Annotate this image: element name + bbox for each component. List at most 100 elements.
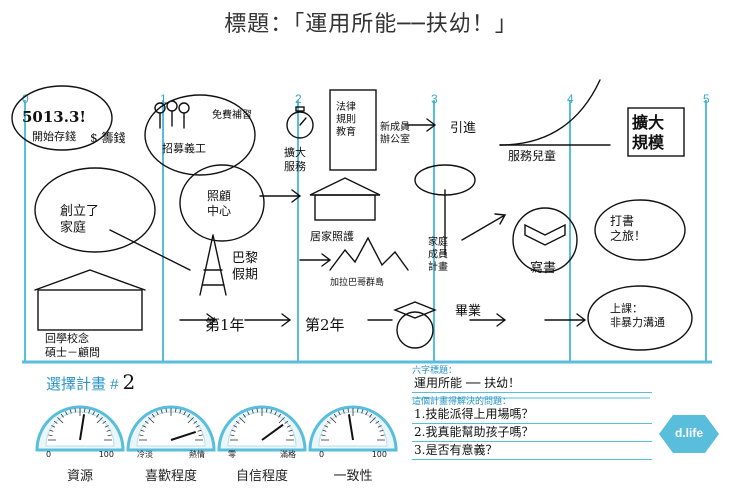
gauge-max-label: 100 xyxy=(372,450,387,459)
scale-up-box xyxy=(627,107,685,157)
gauge-tick xyxy=(289,434,294,437)
tour-bubble xyxy=(594,199,686,261)
gauge-tick xyxy=(106,429,111,432)
money-label: $ 籌錢 xyxy=(90,130,125,145)
timeline-marker-label: 2 xyxy=(295,92,302,106)
gauge-needle xyxy=(261,423,284,441)
gauge-face xyxy=(45,411,115,447)
page-title: 標題：「運用所能──扶幼！」 xyxy=(224,12,518,37)
gauge-tick xyxy=(65,411,68,416)
start-bubble xyxy=(11,85,113,151)
gauge-tick xyxy=(144,420,149,424)
gauge-max-label: 100 xyxy=(99,450,114,459)
paris-label: 巴黎假期 xyxy=(232,251,258,282)
gauge-tick xyxy=(51,425,56,428)
gauge-tick xyxy=(284,420,289,424)
legal-box xyxy=(329,89,377,171)
gauge-tick xyxy=(235,420,240,424)
book-circle xyxy=(512,207,578,273)
book-icon xyxy=(524,223,566,246)
arrow-curve xyxy=(109,229,191,271)
gauge-tick xyxy=(187,417,194,424)
year-badge-label: 5013.3! xyxy=(22,108,86,126)
timeline-marker-label: 1 xyxy=(160,92,167,106)
gauge-tick xyxy=(321,434,326,437)
gauge-tick xyxy=(197,429,202,432)
six-word-title-value: 運用所能 ── 扶幼！ xyxy=(412,375,652,393)
sketch-drawings xyxy=(11,79,693,351)
house-drawing xyxy=(309,177,381,221)
gauge-tick xyxy=(322,429,327,432)
lead-label: 引進 xyxy=(450,121,476,136)
arrow-6 xyxy=(469,313,507,327)
gauge-tick xyxy=(361,409,364,414)
dlife-logo: d.life xyxy=(658,414,720,454)
gauge-tick xyxy=(326,420,331,424)
gauge-tick xyxy=(96,413,100,418)
gauge-tick xyxy=(379,429,384,432)
sketch-labels: 5013.3! 開始存錢 $ 籌錢 招募義工 免費補習 創立了家庭 照顧中心 擴… xyxy=(22,100,665,359)
gauge-tick xyxy=(174,408,177,413)
gauge-tick xyxy=(256,408,259,413)
rural-label: 加拉巴哥群島 xyxy=(330,276,384,288)
gauge-tick xyxy=(239,417,246,424)
start-save-label: 開始存錢 xyxy=(32,129,76,143)
gauge-tick xyxy=(198,434,203,437)
gauge-tick xyxy=(347,408,350,413)
daycare-label: 居家照護 xyxy=(310,229,354,243)
six-word-title-label: 六字標題： xyxy=(412,365,458,375)
family-label: 創立了家庭 xyxy=(60,204,99,235)
plan-summary-panel: 六字標題： 運用所能 ── 扶幼！ 這個計畫得解決的問題： 1.技能派得上用場嗎… xyxy=(412,365,652,460)
school-label: 回學校念碩士－顧問 xyxy=(45,331,100,359)
gauge-face xyxy=(227,411,297,447)
gauge-tick xyxy=(165,408,168,413)
gauge-max-label: 滿格 xyxy=(280,449,296,459)
year1-label: 第1年 xyxy=(205,316,245,334)
gauge-needle xyxy=(79,414,86,441)
school-drawing xyxy=(34,269,146,331)
gauge-tick xyxy=(288,429,293,432)
gauge-tick xyxy=(179,409,182,414)
gauge-needle xyxy=(170,431,197,441)
gauge-tick xyxy=(365,411,368,416)
volunteer-figures xyxy=(154,100,190,129)
new-org-label: 新成員辦公室 xyxy=(380,120,410,146)
family-plan-label: 家庭成員計畫 xyxy=(428,235,448,273)
gauge-face xyxy=(136,411,206,447)
gauge-tick xyxy=(151,413,155,418)
gauge-tick xyxy=(324,425,329,428)
gauge-caption-resources: 資源 xyxy=(66,469,93,484)
gauge-tick xyxy=(278,413,282,418)
gauge-max-label: 熱情 xyxy=(189,449,205,459)
gauge-tick xyxy=(156,411,159,416)
book-tour-label: 打書之旅！ xyxy=(610,214,646,243)
arrow-1 xyxy=(259,189,302,203)
gauge-tick xyxy=(333,413,337,418)
choose-plan-label: 選擇計畫 # xyxy=(46,376,119,393)
recruit-bubble xyxy=(144,94,256,176)
gauge-tick xyxy=(92,411,95,416)
gauge-tick xyxy=(48,434,53,437)
gauge-tick xyxy=(375,420,380,424)
gauge-tick xyxy=(342,409,345,414)
gauge-tick xyxy=(377,425,382,428)
gauge-tick xyxy=(102,420,107,424)
care-center-label: 照顧中心 xyxy=(207,188,231,218)
gauge-tick xyxy=(251,409,254,414)
arrow-5 xyxy=(461,213,507,241)
arrow-year1 xyxy=(244,313,292,327)
care-bubble xyxy=(179,164,265,242)
gauge-tick xyxy=(187,413,191,418)
recruit-label: 招募義工 xyxy=(162,141,206,155)
gauge-min-label: 零 xyxy=(228,450,236,459)
gauge-tick xyxy=(380,434,385,437)
gauge-tick xyxy=(74,408,77,413)
write-book-label: 寫書 xyxy=(530,260,556,276)
gauge-tick xyxy=(49,429,54,432)
arrow-4 xyxy=(299,253,332,267)
gauge-caption-confidence: 自信程度 xyxy=(235,469,288,484)
